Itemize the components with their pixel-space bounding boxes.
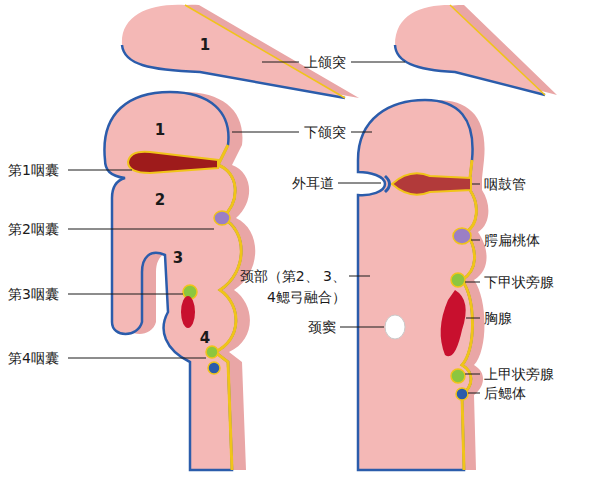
superior-parathyroid (451, 369, 465, 383)
part-label: 后鳃体 (484, 384, 526, 402)
part-label: 颈窦 (308, 318, 336, 336)
part-label: 上颌突 (304, 53, 346, 71)
maxillary-edge (395, 45, 545, 95)
pouch-2 (214, 211, 230, 225)
part-label: 第4咽囊 (8, 349, 59, 367)
pouch-4-body (208, 362, 220, 374)
cervical-sinus (385, 315, 405, 339)
inferior-parathyroid (451, 273, 465, 287)
part-label: 外耳道 (292, 174, 334, 192)
part-label: 下颌突 (304, 123, 346, 141)
pouch-3-thymus (181, 296, 195, 328)
maxillary-process (122, 5, 345, 98)
arch-body (104, 92, 241, 470)
pouch-4-parathyroid (206, 346, 218, 358)
tonsil (453, 228, 471, 244)
part-label: 胸腺 (484, 309, 512, 327)
part-label: 第1咽囊 (8, 161, 59, 179)
neck-body (358, 100, 476, 470)
callout-number: 1 (155, 121, 165, 139)
part-label: 上甲状旁腺 (484, 365, 554, 383)
pharynx-edge (215, 145, 241, 470)
ear-canal (385, 176, 390, 192)
callout-number: 3 (173, 249, 183, 267)
maxillary-edge (122, 45, 345, 98)
callout-number: 1 (200, 36, 210, 54)
callout-number: 2 (155, 191, 165, 209)
part-label: 下甲状旁腺 (484, 273, 554, 291)
part-label: 咽鼓管 (484, 175, 526, 193)
callout-number: 4 (200, 329, 210, 347)
part-label: 腭扁桃体 (484, 231, 540, 249)
part-label: 颈部（第2、 3、4鳃弓融合） (218, 266, 346, 308)
pouch-1 (128, 152, 218, 173)
part-label: 第2咽囊 (8, 220, 59, 238)
ultimobranchial-body (456, 388, 468, 400)
leader-lines (68, 62, 480, 393)
maxillary-inner (450, 5, 545, 95)
maxillary-process (395, 5, 545, 95)
maxillary-inner (185, 5, 345, 98)
part-label: 第3咽囊 (8, 285, 59, 303)
thymus (441, 290, 466, 356)
tympanic-tube (392, 173, 471, 194)
